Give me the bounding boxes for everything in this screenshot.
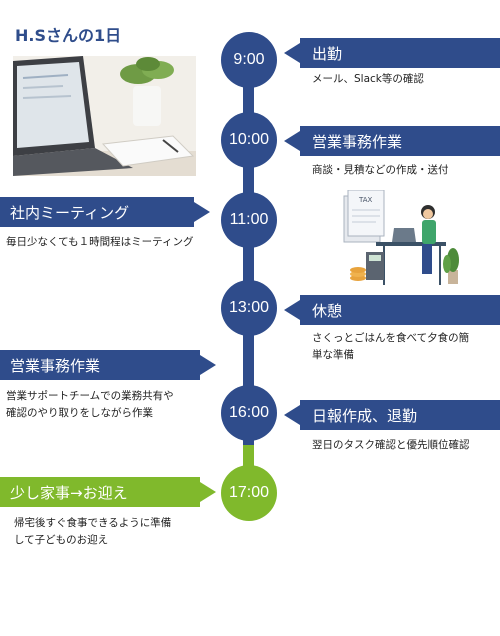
banner-pointer — [194, 202, 210, 222]
event-description: 毎日少なくても１時間程はミーティング — [6, 236, 194, 248]
office-worker-illustration: TAX — [336, 189, 466, 290]
event-heading: 休憩 — [300, 295, 500, 325]
event-heading: 営業事務作業 — [0, 350, 200, 380]
banner-pointer — [284, 131, 300, 151]
event-heading: 出勤 — [300, 38, 500, 68]
event-description-line1: 帰宅後すぐ食事できるように準備 — [14, 517, 172, 529]
tax-label: TAX — [358, 196, 373, 204]
event-description: 翌日のタスク確認と優先順位確認 — [312, 439, 470, 451]
event-description-line1: 営業サポートチームでの業務共有や — [6, 390, 174, 402]
banner-pointer — [284, 43, 300, 63]
event-description: メール、Slack等の確認 — [312, 73, 424, 85]
event-description-line2: して子どものお迎え — [14, 534, 109, 546]
time-circle-1600: 16:00 — [221, 385, 277, 441]
event-description-line1: さくっとごはんを食べて夕食の簡 — [312, 332, 470, 344]
event-description-line2: 確認のやり取りをしながら作業 — [6, 407, 153, 419]
banner-pointer — [200, 355, 216, 375]
time-circle-0900: 9:00 — [221, 32, 277, 88]
banner-pointer — [200, 482, 216, 502]
time-circle-1100: 11:00 — [221, 192, 277, 248]
time-circle-1000: 10:00 — [221, 112, 277, 168]
time-circle-1300: 13:00 — [221, 280, 277, 336]
laptop-photo — [13, 56, 196, 176]
event-description: 商談・見積などの作成・送付 — [312, 164, 449, 176]
timeline-line — [243, 60, 254, 458]
time-circle-1700: 17:00 — [221, 465, 277, 521]
event-heading: 日報作成、退勤 — [300, 400, 500, 430]
event-heading: 営業事務作業 — [300, 126, 500, 156]
event-heading: 少し家事→お迎え — [0, 477, 200, 507]
event-description-line2: 単な準備 — [312, 349, 354, 361]
banner-pointer — [284, 405, 300, 425]
page-title: H.Sさんの1日 — [15, 26, 122, 45]
banner-pointer — [284, 300, 300, 320]
event-heading: 社内ミーティング — [0, 197, 194, 227]
